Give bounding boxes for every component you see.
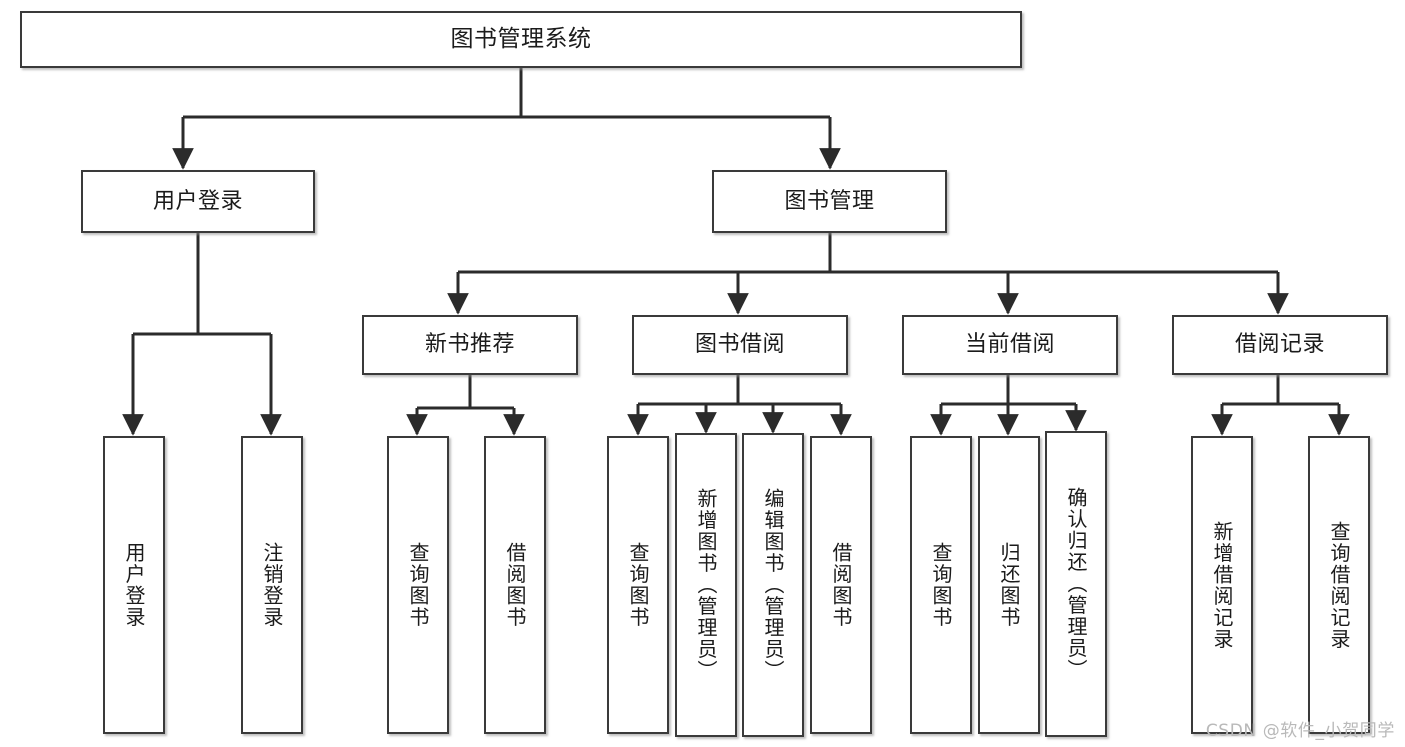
node-leaf-query-book-2-label: 查询图书 <box>626 542 650 628</box>
node-root[interactable]: 图书管理系统 <box>20 11 1022 68</box>
node-user-login[interactable]: 用户登录 <box>81 170 315 233</box>
node-book-manage-label: 图书管理 <box>784 188 875 214</box>
node-leaf-return-book[interactable]: 归还图书 <box>978 436 1040 734</box>
node-borrow-record-label: 借阅记录 <box>1234 332 1325 358</box>
node-new-book-recommend[interactable]: 新书推荐 <box>362 315 578 375</box>
node-book-borrow[interactable]: 图书借阅 <box>632 315 848 375</box>
node-leaf-user-login[interactable]: 用户登录 <box>103 436 165 734</box>
node-leaf-logout-label: 注销登录 <box>260 542 284 628</box>
node-leaf-add-book-label: 新增图书（管理员） <box>694 488 718 682</box>
node-leaf-query-book-3-label: 查询图书 <box>929 542 953 628</box>
node-leaf-query-book-2[interactable]: 查询图书 <box>607 436 669 734</box>
node-leaf-user-login-label: 用户登录 <box>122 542 146 628</box>
node-leaf-query-book-1-label: 查询图书 <box>406 542 430 628</box>
node-leaf-borrow-book-2-label: 借阅图书 <box>829 542 853 628</box>
node-leaf-borrow-book-2[interactable]: 借阅图书 <box>810 436 872 734</box>
node-user-login-label: 用户登录 <box>152 188 243 214</box>
node-leaf-add-record[interactable]: 新增借阅记录 <box>1191 436 1253 734</box>
node-leaf-borrow-book-1-label: 借阅图书 <box>503 542 527 628</box>
node-leaf-edit-book-label: 编辑图书（管理员） <box>761 488 785 682</box>
node-leaf-add-record-label: 新增借阅记录 <box>1210 520 1234 650</box>
node-current-borrow[interactable]: 当前借阅 <box>902 315 1118 375</box>
node-leaf-confirm-return-label: 确认归还（管理员） <box>1064 487 1088 681</box>
node-current-borrow-label: 当前借阅 <box>964 332 1055 358</box>
node-leaf-logout[interactable]: 注销登录 <box>241 436 303 734</box>
node-leaf-query-book-3[interactable]: 查询图书 <box>910 436 972 734</box>
node-book-borrow-label: 图书借阅 <box>694 332 785 358</box>
node-leaf-confirm-return[interactable]: 确认归还（管理员） <box>1045 431 1107 737</box>
node-leaf-query-record-label: 查询借阅记录 <box>1327 520 1351 650</box>
node-leaf-query-book-1[interactable]: 查询图书 <box>387 436 449 734</box>
node-book-manage[interactable]: 图书管理 <box>712 170 947 233</box>
node-new-book-recommend-label: 新书推荐 <box>424 332 515 358</box>
node-leaf-query-record[interactable]: 查询借阅记录 <box>1308 436 1370 734</box>
node-borrow-record[interactable]: 借阅记录 <box>1172 315 1388 375</box>
node-leaf-add-book[interactable]: 新增图书（管理员） <box>675 433 737 737</box>
node-leaf-edit-book[interactable]: 编辑图书（管理员） <box>742 433 804 737</box>
node-leaf-return-book-label: 归还图书 <box>997 542 1021 628</box>
node-leaf-borrow-book-1[interactable]: 借阅图书 <box>484 436 546 734</box>
node-root-label: 图书管理系统 <box>450 26 592 53</box>
